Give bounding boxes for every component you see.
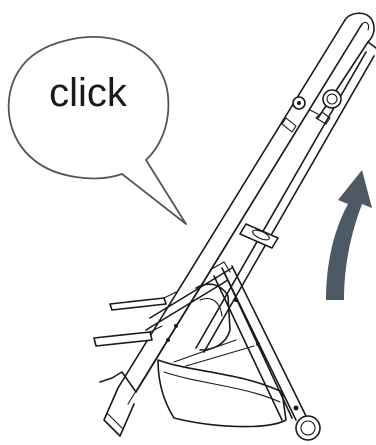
speech-bubble-icon [9,37,186,224]
callout-text: click [49,71,128,115]
fold-latch [240,224,278,248]
hinge-joint-2 [323,90,341,108]
front-leg [104,388,134,436]
footrest-bar-upper [110,298,166,310]
curved-up-arrow-icon [326,170,372,300]
footrest-bar-lower [94,332,152,346]
under-basket [158,360,286,427]
speech-bubble-callout: click [9,37,186,224]
rear-wheel [296,416,320,440]
